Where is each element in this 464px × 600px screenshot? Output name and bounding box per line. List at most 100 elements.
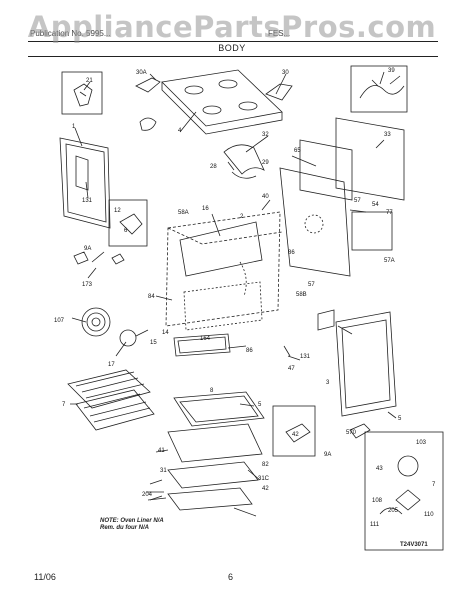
callout-9a-lower: 9A [324, 452, 331, 458]
rear-panel [335, 117, 405, 201]
oven-rack-upper [67, 369, 151, 409]
callout-39: 39 [388, 68, 395, 74]
right-side-panel [335, 311, 397, 417]
callout-31: 31 [160, 468, 167, 474]
callout-42: 42 [292, 432, 299, 438]
callout-57: 57 [354, 198, 361, 204]
clip-part [139, 117, 157, 131]
callout-40: 40 [262, 194, 269, 200]
bracket-part-21 [73, 83, 93, 107]
footer-date: 11/06 [34, 572, 56, 582]
left-side-panel [59, 137, 111, 229]
note-french: Rem. du four N/A [100, 525, 149, 531]
footer-page-number: 6 [228, 572, 234, 582]
callout-77: 77 [386, 210, 393, 216]
callout-7: 7 [62, 402, 66, 408]
callout-30a: 30A [136, 70, 147, 76]
oven-top-plate [179, 221, 263, 277]
hinge-part [73, 251, 89, 265]
storage-drawer [167, 423, 263, 463]
oven-cabinet-front [165, 211, 281, 327]
callout-58a: 58A [178, 210, 189, 216]
callout-2: 2 [240, 214, 244, 220]
callout-47: 47 [288, 366, 295, 372]
section-title: BODY [218, 43, 246, 53]
callout-5: 5 [258, 402, 262, 408]
callout-41: 41 [158, 448, 165, 454]
rear-cover [299, 139, 353, 201]
oven-rack-lower [75, 389, 155, 431]
back-wall [279, 167, 351, 277]
callout-21: 21 [86, 78, 93, 84]
model-number: FES... [268, 29, 291, 38]
bake-element-plate [173, 391, 265, 427]
callout-204: 204 [142, 492, 153, 498]
oven-window [173, 333, 231, 357]
callout-29: 29 [262, 160, 269, 166]
callout-9a: 9A [84, 246, 91, 252]
callout-84: 84 [148, 294, 155, 300]
callout-570: 570 [346, 430, 357, 436]
callout-65: 65 [294, 148, 301, 154]
figure-code: T24V3071 [400, 542, 428, 548]
part-box-39 [350, 65, 408, 113]
callout-15: 15 [150, 340, 157, 346]
part-box-103 [364, 431, 444, 551]
callout-57-lower: 57 [308, 282, 315, 288]
top-plate [161, 69, 283, 127]
publication-number: Publication No. 5995... [30, 29, 111, 38]
fan-cover [81, 307, 111, 337]
callout-28: 28 [210, 164, 217, 170]
callout-3: 3 [326, 380, 330, 386]
callout-33: 33 [384, 132, 391, 138]
callout-6: 6 [124, 228, 128, 234]
bracket-part-42 [285, 423, 311, 443]
part-box-12 [108, 199, 148, 247]
callout-1: 1 [72, 124, 76, 130]
header-rule [28, 41, 438, 42]
drawer-front [167, 487, 253, 511]
part-box-77 [351, 211, 393, 251]
callout-32: 32 [262, 132, 269, 138]
callout-43: 43 [376, 466, 383, 472]
callout-30: 30 [282, 70, 289, 76]
callout-173: 173 [82, 282, 93, 288]
callout-82: 82 [262, 462, 269, 468]
part-box-42 [272, 405, 316, 457]
callout-42-lower: 42 [262, 486, 269, 492]
callout-8: 8 [210, 388, 214, 394]
callout-31c: 31C [258, 476, 270, 482]
callout-58b: 58B [296, 292, 307, 298]
watermark-text: AppliancePartsPros.com [27, 10, 437, 44]
callout-7-right: 7 [432, 482, 436, 488]
note-english: NOTE: Oven Liner N/A [100, 518, 164, 524]
callout-4: 4 [178, 128, 182, 134]
bracket-30 [265, 83, 293, 101]
callout-5-right: 5 [398, 416, 402, 422]
drawer-liner [167, 461, 259, 489]
callout-86: 86 [288, 250, 295, 256]
callout-54: 54 [372, 202, 379, 208]
callout-17: 17 [108, 362, 115, 368]
top-plate-edge [161, 82, 283, 135]
callout-103: 103 [416, 440, 427, 446]
callout-12: 12 [114, 208, 121, 214]
callout-107: 107 [54, 318, 65, 324]
knob-part [119, 329, 137, 347]
motor-part [397, 455, 419, 477]
thermostat-part [119, 213, 143, 235]
callout-86-lower: 86 [246, 348, 253, 354]
callout-164: 164 [200, 336, 211, 342]
callout-110: 110 [424, 512, 434, 518]
callout-57a: 57A [384, 258, 395, 264]
part-box-21 [61, 71, 103, 115]
title-rule [28, 56, 438, 57]
bracket-30a [135, 77, 161, 93]
callout-111: 111 [370, 522, 380, 528]
vent-duct [223, 144, 265, 175]
callout-131-right: 131 [300, 354, 311, 360]
callout-205: 205 [388, 508, 399, 514]
callout-16: 16 [202, 206, 209, 212]
callout-108: 108 [372, 498, 383, 504]
